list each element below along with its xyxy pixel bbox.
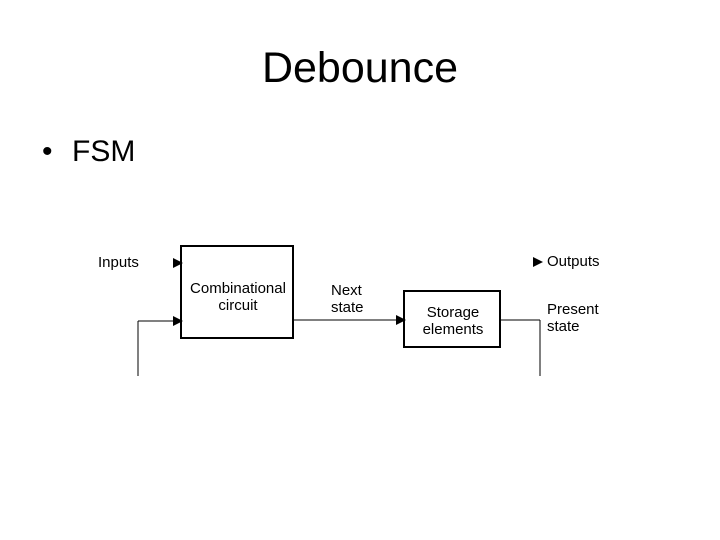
combinational-circuit-box [180,245,294,339]
combinational-label-line2: circuit [218,297,258,314]
combinational-label-line1: Combinational [190,280,286,297]
bullet-text: FSM [72,135,136,168]
storage-label-line1: Storage [426,304,480,321]
present-state-line2: state [547,318,580,335]
outputs-label: Outputs [547,253,600,270]
bullet-item: • FSM [42,132,135,172]
next-state-line1: Next [331,282,362,299]
inputs-arrow-head [173,258,183,268]
next-state-label: Next state [331,282,364,316]
storage-elements-label: Storage elements [404,304,502,338]
combinational-circuit-label: Combinational circuit [181,280,295,314]
next-state-arrow-head [396,315,406,325]
slide-title: Debounce [261,44,459,92]
next-state-line2: state [331,299,364,316]
inputs-label: Inputs [98,254,139,271]
outputs-arrow-head [533,257,543,267]
bullet-marker: • [42,135,53,168]
present-state-line1: Present [547,301,599,318]
feedback-arrow-head [173,316,183,326]
storage-label-line2: elements [422,321,484,338]
present-state-label: Present state [547,301,599,335]
